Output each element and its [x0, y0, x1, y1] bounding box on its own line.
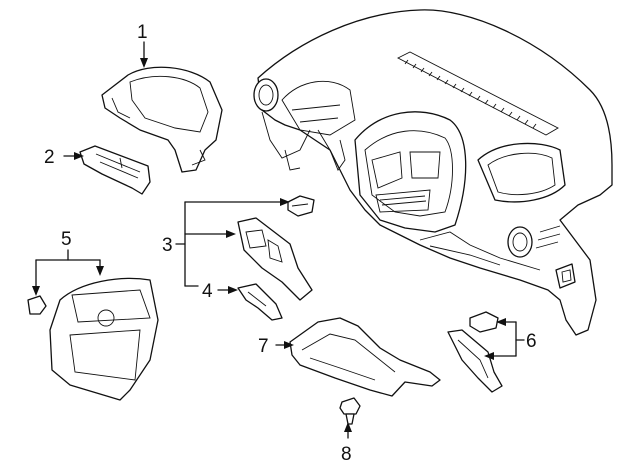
callout-7: 7 — [258, 336, 269, 357]
callout-1: 1 — [137, 22, 148, 43]
instrument-panel — [253, 9, 613, 336]
callout-6: 6 — [526, 331, 537, 352]
right-round-vent — [507, 226, 533, 258]
clip-part-5 — [27, 295, 47, 315]
clip-part-3 — [287, 195, 315, 217]
callout-3: 3 — [162, 235, 173, 256]
bracket-part-2 — [79, 145, 151, 195]
center-stack-frame — [354, 111, 467, 233]
center-bezel-part-5 — [49, 277, 159, 401]
callout-5: 5 — [61, 229, 72, 250]
push-clip-part-8 — [339, 397, 361, 425]
switch-bezel-part-3 — [237, 217, 313, 301]
callout-2: 2 — [44, 147, 55, 168]
cluster-hood — [101, 66, 223, 173]
callout-labels: 1 2 3 4 5 6 7 8 — [44, 22, 537, 465]
bracket-part-4 — [237, 283, 283, 321]
leader-lines — [32, 41, 525, 439]
left-round-vent — [253, 78, 279, 112]
callout-4: 4 — [202, 281, 213, 302]
reinforcement-part-7 — [289, 317, 441, 397]
defroster-vent — [397, 51, 559, 136]
callout-8: 8 — [341, 444, 352, 465]
clip-part-6 — [469, 311, 499, 333]
knee-bracket-part-6 — [447, 329, 503, 393]
